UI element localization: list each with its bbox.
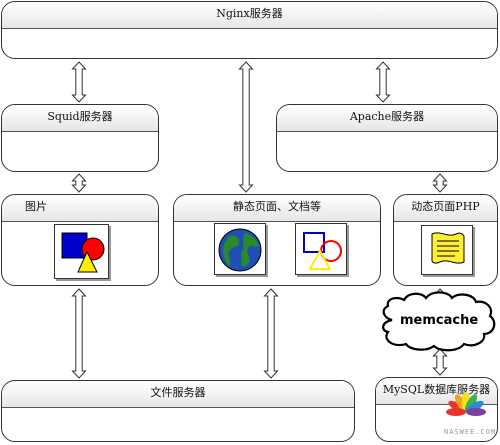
double-arrow <box>263 288 279 379</box>
file-server-box: 文件服务器 <box>1 380 355 442</box>
arrow-images-file <box>71 288 87 379</box>
double-arrow <box>432 173 448 193</box>
document-icon <box>421 225 473 275</box>
squid-server-box: Squid服务器 <box>1 104 159 172</box>
watermark-text: NASWEE.COM <box>444 428 497 436</box>
nginx-server-box: Nginx服务器 <box>1 1 498 59</box>
arrow-nginx-squid <box>71 61 87 103</box>
mysql-server-label: MySQL数据库服务器 <box>382 383 491 396</box>
apache-server-box: Apache服务器 <box>276 104 498 172</box>
double-arrow <box>71 61 87 103</box>
file-server-label: 文件服务器 <box>150 386 206 399</box>
double-arrow <box>375 61 391 103</box>
arrow-nginx-apache <box>375 61 391 103</box>
dynamic-php-label: 动态页面PHP <box>411 200 480 213</box>
double-arrow <box>71 173 87 193</box>
shapes-image-icon <box>54 224 109 279</box>
memcache-label: memcache <box>400 313 479 328</box>
double-arrow <box>238 61 254 193</box>
arrow-nginx-static <box>238 61 254 193</box>
double-arrow <box>432 348 448 376</box>
outline-shapes-icon <box>295 223 347 275</box>
arrow-squid-images <box>71 173 87 193</box>
static-pages-label: 静态页面、文档等 <box>233 200 321 213</box>
apache-server-label: Apache服务器 <box>349 110 425 123</box>
globe-icon <box>214 223 266 275</box>
double-arrow <box>71 288 87 379</box>
arrow-memcache-mysql <box>432 348 448 376</box>
mysql-server-box: MySQL数据库服务器 <box>375 377 498 442</box>
nginx-server-label: Nginx服务器 <box>216 7 283 20</box>
arrow-static-file <box>263 288 279 379</box>
squid-server-label: Squid服务器 <box>47 110 113 123</box>
images-label: 图片 <box>25 200 47 213</box>
arrow-apache-dynamic <box>432 173 448 193</box>
